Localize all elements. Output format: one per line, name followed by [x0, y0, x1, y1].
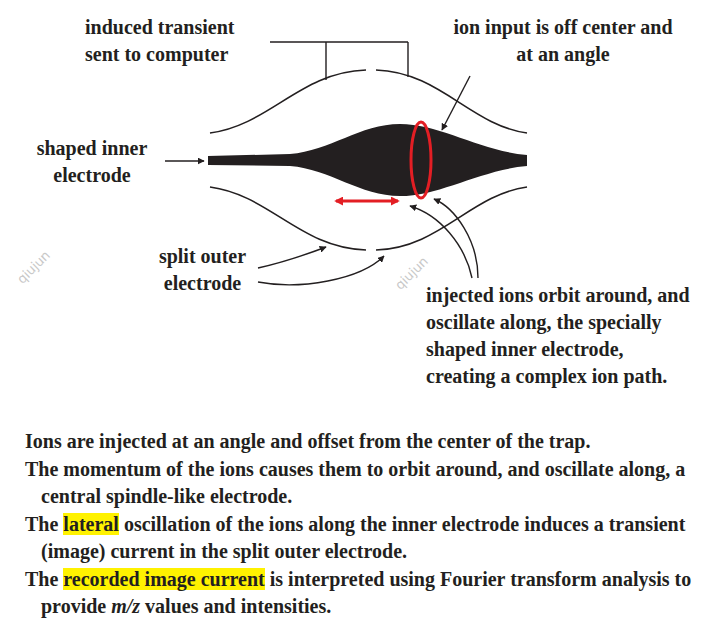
outer-electrode [376, 187, 527, 250]
caption-sentence: Thelateraloscillation of the ions along … [25, 511, 697, 566]
watermark: qiujun [392, 254, 431, 293]
caption-text: Ions are injected at an angle and offset… [25, 430, 590, 452]
oscillation-arrow [336, 200, 398, 203]
outer-electrode [376, 70, 527, 133]
callout-label: injected ions orbit around, and oscillat… [426, 282, 694, 390]
caption-text: The momentum of the ions causes them to … [25, 458, 685, 508]
caption-text: The [25, 568, 58, 590]
outer-electrode [210, 70, 366, 133]
leader-arrow [165, 160, 204, 161]
caption-sentence: The momentum of the ions causes them to … [25, 456, 697, 511]
leader-arrow [442, 76, 470, 130]
part-label: split outer electrode [140, 243, 265, 297]
callout-label: ion input is off center and at an angle [447, 14, 679, 68]
caption-text: The [25, 513, 58, 535]
variable-name: m/z [111, 595, 140, 617]
wire-label: induced transient sent to computer [85, 14, 265, 68]
caption-sentence: Therecorded image currentis interpreted … [25, 566, 697, 621]
ion-orbit [411, 122, 431, 198]
inner-electrode [208, 124, 527, 196]
outer-electrode [210, 187, 366, 250]
caption-text: oscillation of the ions along the inner … [41, 513, 685, 563]
leader-arrow [258, 247, 326, 268]
leader-arrow [434, 199, 478, 278]
signal-wire [270, 42, 408, 80]
part-label: shaped inner electrode [22, 135, 162, 189]
caption-text: values and intensities. [145, 595, 331, 617]
caption-sentence: Ions are injected at an angle and offset… [25, 428, 697, 456]
highlighted-term: recorded image current [63, 568, 264, 590]
watermark: qiujun [14, 248, 53, 287]
leader-arrow [258, 256, 384, 285]
highlighted-term: lateral [63, 513, 119, 535]
caption-paragraph: Ions are injected at an angle and offset… [25, 428, 697, 621]
